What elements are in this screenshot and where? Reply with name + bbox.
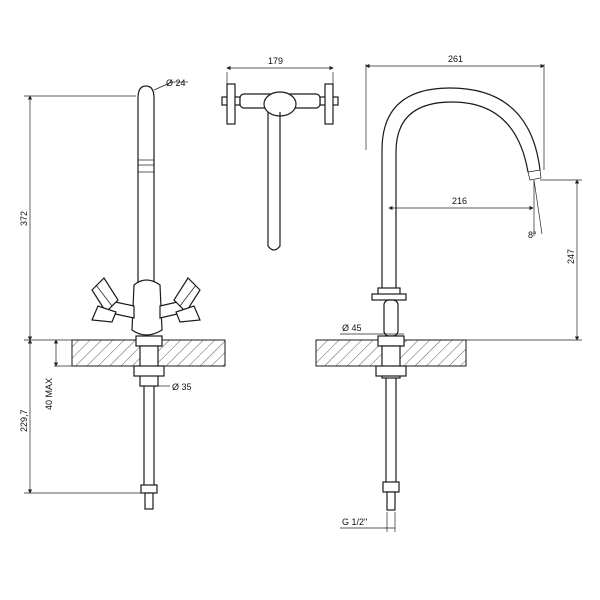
side-view: 261 216 8° 247 Ø 45 G 1/2"	[315, 54, 582, 532]
front-view: 372 229,7 40 MAX Ø 24 Ø 35	[19, 78, 226, 510]
dim-spout-height: 247	[566, 249, 576, 264]
dim-thread: G 1/2"	[342, 517, 367, 527]
dim-spout-reach: 216	[452, 196, 467, 206]
dim-side-reach: 261	[448, 54, 463, 64]
front-spout	[137, 85, 155, 300]
dim-base-diameter: Ø 45	[342, 323, 362, 333]
top-view: 179	[221, 56, 339, 251]
dim-front-width: 179	[268, 56, 283, 66]
dim-max-thickness: 40 MAX	[44, 378, 54, 410]
front-body	[131, 279, 163, 336]
dim-height-total: 372	[19, 211, 29, 226]
front-right-handle	[159, 277, 201, 323]
side-spout	[381, 87, 541, 288]
dim-angle: 8°	[528, 230, 537, 240]
front-base-ring	[135, 335, 163, 347]
side-base-ring	[377, 335, 405, 347]
dim-spout-diameter: Ø 24	[166, 78, 186, 88]
front-left-handle	[91, 277, 135, 323]
dim-below-height: 229,7	[19, 409, 29, 432]
dim-shank-diameter: Ø 35	[172, 382, 192, 392]
